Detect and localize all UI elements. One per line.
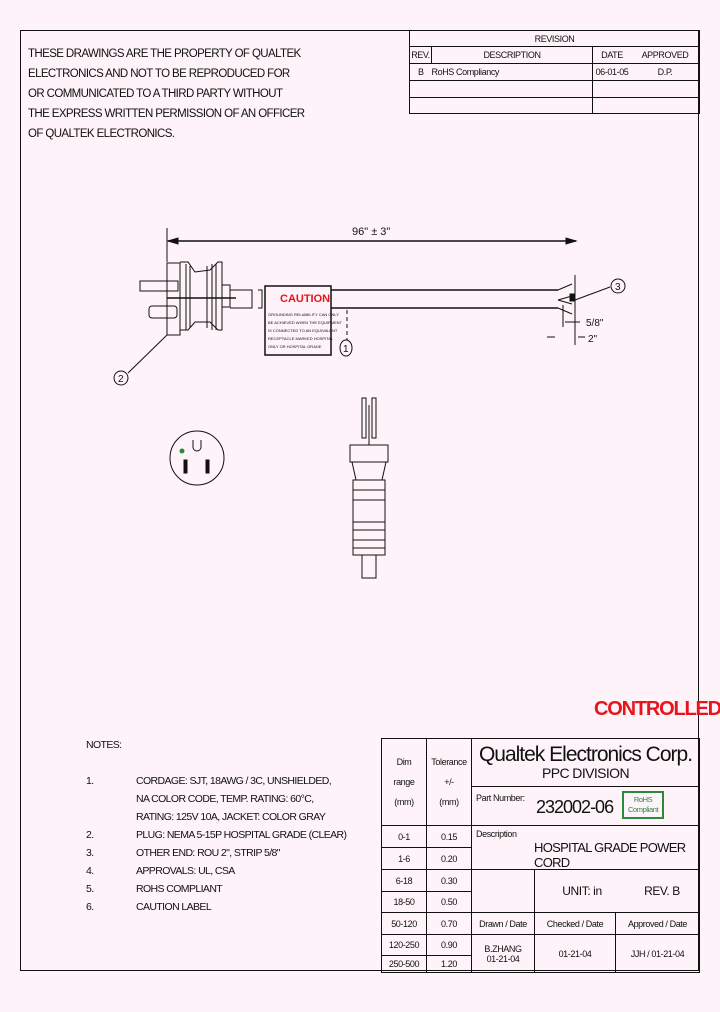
caution-text: BE ACHIEVED WHEN THE EQUIPMENT [268,320,342,325]
notes: NOTES: 1.CORDAGE: SJT, 18AWG / 3C, UNSHI… [86,736,347,916]
tolerance-header: Tolerance+/-(mm) [426,738,472,826]
property-notice: THESE DRAWINGS ARE THE PROPERTY OF QUALT… [28,44,305,144]
notice-line: THE EXPRESS WRITTEN PERMISSION OF AN OFF… [28,108,305,120]
cord-drawing: 96" ± 3" 3 5/8" 2" CAUTION GROUNDING REL… [113,226,626,579]
balloon-2: 2 [118,374,124,385]
part-number-label: Part Number: [476,793,525,803]
dim-range: 250-500 [381,955,427,973]
tolerance: 0.70 [426,912,472,935]
dim-range: 18-50 [381,891,427,913]
note-item: 5.ROHS COMPLIANT [86,883,223,895]
drawing-frame [20,30,699,971]
strip-dimension: 5/8" [586,318,604,329]
caution-title: CAUTION [280,293,330,305]
note-item: 6.CAUTION LABEL [86,901,212,913]
notice-line: OR COMMUNICATED TO A THIRD PARTY WITHOUT [28,88,283,100]
note-line: NA COLOR CODE, TEMP. RATING: 60°C, [136,793,314,805]
notice-line: ELECTRONICS AND NOT TO BE REPRODUCED FOR [28,68,290,80]
checked-value: 01-21-04 [534,934,616,973]
company-cell: Qualtek Electronics Corp.PPC DIVISION [471,738,700,787]
controlled-stamp: CONTROLLED [594,698,720,720]
dim-range: 0-1 [381,825,427,848]
caution-text: RECEPTACLE MARKED HOSPITAL [268,336,334,341]
length-dimension: 96" ± 3" [352,226,390,238]
caution-text: GROUNDING RELIABILITY CAN ONLY [268,312,339,317]
tolerance: 0.20 [426,847,472,870]
dim-range: 1-6 [381,847,427,870]
drawn-label: Drawn / Date [471,912,535,935]
jacket-dimension: 2" [588,334,598,345]
note-item: 2.PLUG: NEMA 5-15P HOSPITAL GRADE (CLEAR… [86,829,347,841]
notes-title: NOTES: [86,739,122,751]
approved-value: JJH / 01-21-04 [615,934,700,973]
balloon-1: 1 [343,344,349,355]
part-number: 232002-06 [536,797,614,817]
tolerance: 0.30 [426,869,472,892]
checked-label: Checked / Date [534,912,616,935]
tolerance: 0.90 [426,934,472,956]
approved-label: Approved / Date [615,912,700,935]
balloon-3: 3 [615,282,621,293]
description: HOSPITAL GRADE POWER CORD [534,840,686,870]
tolerance: 0.50 [426,891,472,913]
note-item: 4.APPROVALS: UL, CSA [86,865,235,877]
dim-range: 6-18 [381,869,427,892]
notice-line: OF QUALTEK ELECTRONICS. [28,128,175,140]
tolerance: 1.20 [426,955,472,973]
note-item: 3.OTHER END: ROU 2", STRIP 5/8" [86,847,281,859]
notice-line: THESE DRAWINGS ARE THE PROPERTY OF QUALT… [28,48,301,60]
dim-range: 120-250 [381,934,427,956]
tolerance: 0.15 [426,825,472,848]
division: PPC DIVISION [542,764,630,781]
note-line: RATING: 125V 10A, JACKET: COLOR GRAY [136,811,326,823]
note-item: 1.CORDAGE: SJT, 18AWG / 3C, UNSHIELDED, [86,775,332,787]
company-name: Qualtek Electronics Corp. [478,742,693,766]
unit-rev-cell: UNIT: in REV. B [534,869,700,913]
rev: REV. B [644,884,680,898]
caution-text: ONLY OR HOSPITAL GRADE [268,344,322,349]
dim-range: 50-120 [381,912,427,935]
caution-text: IS CONNECTED TO AN EQUIVALENT [268,328,338,333]
unit: UNIT: in [562,884,602,898]
